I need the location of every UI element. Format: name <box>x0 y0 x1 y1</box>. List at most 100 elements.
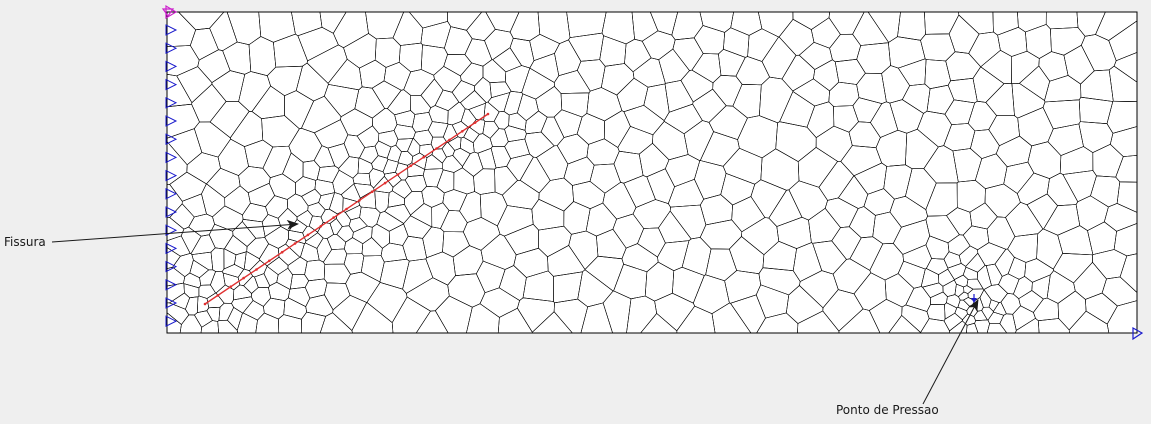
mesh-cell <box>901 83 931 114</box>
mesh-cell <box>288 230 307 244</box>
triangle-support-icon <box>165 133 178 146</box>
mesh-cell <box>302 160 321 181</box>
mesh-cell <box>623 104 665 136</box>
mesh-cell <box>958 291 969 301</box>
triangle-support-icon <box>165 187 178 200</box>
mesh-cell <box>985 263 1003 286</box>
mesh-cell <box>223 248 237 270</box>
crack-node <box>409 164 413 168</box>
mesh-cell <box>492 47 523 73</box>
mesh-cell <box>1073 261 1107 300</box>
mesh-cell <box>332 169 355 195</box>
crack-node <box>435 147 438 150</box>
crack-annotation: Fissura <box>4 219 299 249</box>
pressure-arrow <box>922 299 979 405</box>
crack-node <box>268 259 271 263</box>
mesh-cell <box>320 208 338 224</box>
mesh-cell <box>672 37 704 71</box>
mesh-cell <box>327 58 363 91</box>
crack-node <box>229 285 232 289</box>
pressure-label: Ponto de Pressao <box>836 403 939 417</box>
mesh-cell <box>287 256 308 275</box>
mesh-cell <box>1012 305 1036 331</box>
mesh-cell <box>206 306 221 322</box>
mesh-cell <box>403 69 435 96</box>
crack-node <box>306 233 310 237</box>
triangle-support-icon <box>165 297 178 309</box>
mesh-cell <box>812 240 847 275</box>
mesh-cell <box>477 147 497 170</box>
mesh-cell <box>451 121 470 139</box>
crack-node <box>242 276 245 280</box>
mesh-cell <box>359 206 381 228</box>
mesh-cell <box>853 272 887 311</box>
crack-node <box>203 302 207 306</box>
mesh-cell <box>813 59 840 92</box>
triangle-support-icon <box>165 206 178 218</box>
mesh-cell <box>547 245 586 277</box>
crack-node <box>383 181 387 185</box>
mesh-cell <box>194 310 213 328</box>
mesh-cell <box>386 144 402 163</box>
mesh-cell <box>254 273 271 288</box>
mesh-cell <box>247 182 276 208</box>
mesh-cell <box>621 243 659 273</box>
mesh-cell <box>493 111 510 130</box>
mesh-cell <box>342 197 361 213</box>
crack-node <box>448 138 451 142</box>
domain-border <box>166 11 1138 334</box>
mesh-cell <box>664 80 694 113</box>
mesh-cell <box>168 292 191 310</box>
mesh-cell <box>560 92 590 118</box>
mesh-cell <box>410 203 433 228</box>
crack-arrow <box>51 219 299 243</box>
mesh-cell <box>1078 96 1114 124</box>
mesh-cell <box>905 168 937 211</box>
triangle-support-icon <box>165 242 178 255</box>
triangle-support-icon <box>165 115 178 127</box>
mesh-cell <box>852 97 883 123</box>
triangle-support-icon <box>165 169 178 182</box>
mesh-cell <box>283 297 307 320</box>
crack-node <box>255 268 258 271</box>
mesh-cell <box>402 258 434 294</box>
mesh-cell <box>966 278 984 290</box>
mesh-cell <box>837 175 869 209</box>
mesh-cell <box>646 168 675 204</box>
crack-node <box>370 190 374 193</box>
mesh-cell <box>1031 274 1051 300</box>
triangle-support-icon <box>165 78 178 91</box>
mesh-cell <box>750 179 787 219</box>
mesh-cell <box>243 251 261 272</box>
triangle-support-icon <box>165 60 178 73</box>
mesh-cell <box>388 223 409 246</box>
mesh-cell <box>284 90 315 130</box>
mesh-cell <box>985 83 1015 116</box>
crack-node <box>319 225 323 228</box>
triangle-support-icon <box>165 224 178 237</box>
mesh-cell <box>301 311 327 334</box>
mesh-cell <box>585 202 617 237</box>
mesh-cell <box>944 302 958 320</box>
mesh-cell <box>897 58 927 86</box>
mesh-cell <box>988 299 1000 312</box>
mesh-cell <box>849 236 884 271</box>
mesh-cell <box>980 49 1012 84</box>
triangle-support-icon <box>165 24 178 36</box>
mesh-cell <box>1108 65 1138 102</box>
mesh-cell <box>387 190 405 208</box>
roller-support-icon <box>1132 326 1144 341</box>
mesh-cell <box>920 33 956 62</box>
mesh-cell <box>947 234 971 256</box>
pressure-annotation: Ponto de Pressao <box>836 299 979 417</box>
crack-node <box>486 112 490 116</box>
crack-node <box>345 207 348 211</box>
mesh-cell <box>452 147 471 167</box>
mesh-cell <box>943 123 976 152</box>
mesh-cell <box>241 218 266 239</box>
mesh-cell <box>956 180 986 213</box>
mesh-cell <box>374 37 401 68</box>
mesh-cell <box>318 192 336 211</box>
mesh-cell <box>747 28 780 62</box>
mesh-cell <box>440 210 468 233</box>
